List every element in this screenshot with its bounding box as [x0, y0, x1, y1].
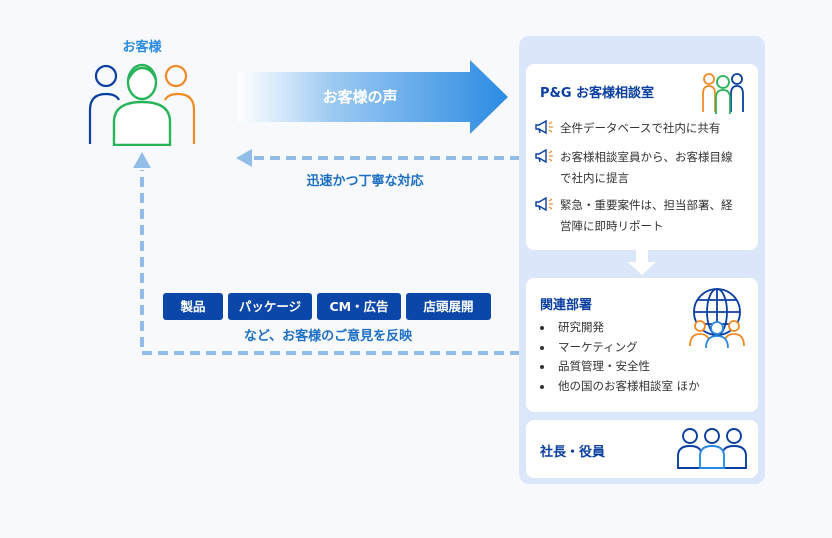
tag-store-display: 店頭展開 — [406, 293, 491, 320]
list-item: マーケティング — [538, 338, 700, 358]
globe-people-icon — [689, 288, 745, 348]
feature-line: で社内に提言 — [560, 171, 629, 185]
feature-line: お客様相談室員から、お客様目線 — [560, 150, 733, 164]
list-item: 品質管理・安全性 — [538, 357, 700, 377]
departments-list: 研究開発 マーケティング 品質管理・安全性 他の国のお客様相談室 ほか — [538, 318, 700, 396]
megaphone-icon — [535, 119, 553, 135]
customer-label: お客様 — [122, 40, 162, 55]
consultation-feature: 緊急・重要案件は、担当部署、経 営陣に即時リポート — [534, 195, 744, 237]
consultation-title: P&G お客様相談室 — [540, 86, 655, 101]
departments-title: 関連部署 — [540, 298, 593, 313]
tag-packaging: パッケージ — [228, 293, 312, 320]
reflection-label: など、お客様のご意見を反映 — [243, 329, 413, 344]
down-arrow-icon — [628, 250, 656, 275]
feedback-dashed-arrow — [133, 152, 520, 355]
response-dashed-arrow — [236, 149, 520, 167]
reflection-tags: 製品 パッケージ CM・広告 店頭展開 — [163, 293, 491, 320]
feature-line: 緊急・重要案件は、担当部署、経 — [560, 198, 733, 212]
customer-voice-arrow — [238, 60, 508, 134]
response-arrow-label: 迅速かつ丁寧な対応 — [306, 174, 424, 189]
customers-group-icon — [88, 63, 196, 146]
consultation-feature: お客様相談室員から、お客様目線 で社内に提言 — [534, 147, 744, 189]
consultation-feature: 全件データベースで社内に共有 — [534, 118, 744, 139]
megaphone-icon — [535, 148, 553, 164]
list-item: 研究開発 — [538, 318, 700, 338]
megaphone-icon — [535, 196, 553, 212]
consultation-card — [526, 64, 758, 250]
executives-group-icon — [677, 428, 747, 469]
executives-title: 社長・役員 — [540, 445, 606, 460]
tag-products: 製品 — [163, 293, 223, 320]
voice-arrow-label: お客様の声 — [322, 88, 398, 106]
feature-line: 営陣に即時リポート — [560, 219, 664, 233]
staff-group-icon — [702, 73, 744, 114]
feature-line: 全件データベースで社内に共有 — [560, 121, 721, 135]
list-item: 他の国のお客様相談室 ほか — [538, 377, 700, 397]
tag-cm-advertising: CM・広告 — [317, 293, 401, 320]
